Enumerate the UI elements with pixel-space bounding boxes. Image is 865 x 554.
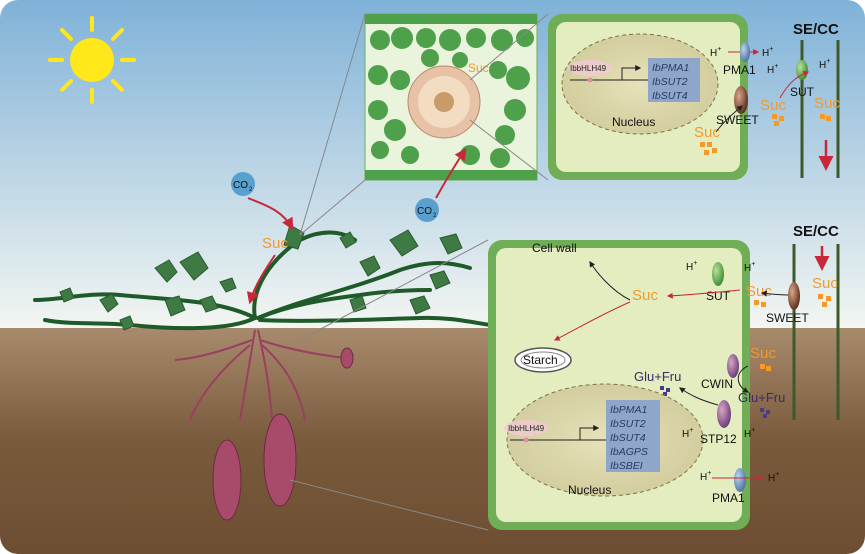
apoplast-suc-label: Suc	[760, 97, 786, 114]
se-cc-label-bottom: SE/CC	[793, 223, 839, 240]
sun-icon	[48, 16, 136, 104]
root-pma1-pump	[734, 468, 746, 492]
leaf-sweet-channel	[734, 86, 748, 114]
svg-text:CO: CO	[233, 180, 248, 191]
stp12-label: STP12	[700, 432, 737, 446]
root-tf-label: IbbHLH49	[508, 424, 545, 433]
storage-roots	[212, 347, 354, 521]
co2-bubble-left: CO 2	[231, 172, 255, 196]
leaf-cross-section: Suc	[364, 13, 538, 181]
leaf-h-plus-b: H+	[762, 46, 773, 59]
root-gene-3: IbAGPS	[610, 446, 648, 458]
root-apoplast-suc-label: Suc	[746, 283, 772, 300]
mesophyll-suc-label: Suc	[468, 61, 489, 75]
root-h-plus-f: H+	[768, 471, 779, 484]
starch-label: Starch	[523, 353, 558, 367]
root-h-plus-b: H+	[744, 261, 755, 274]
svg-text:2: 2	[249, 187, 253, 193]
leaf-tf-label: IbbHLH49	[570, 64, 607, 73]
co2-fixation-arrow	[435, 148, 467, 199]
root-cytosol-suc-label: Suc	[632, 287, 658, 304]
leaf-gene-0: IbPMA1	[652, 62, 689, 74]
cwin-enzyme	[727, 354, 739, 378]
se-cc-label-top: SE/CC	[793, 21, 839, 38]
svg-text:CO: CO	[417, 206, 432, 217]
leaf-gene-2: IbSUT4	[652, 90, 688, 102]
cwin-suc-label: Suc	[750, 345, 776, 362]
roots	[174, 329, 346, 421]
phloem-tube-bottom	[792, 244, 840, 420]
root-nucleus-label: Nucleus	[568, 483, 611, 497]
leaf-gene-1: IbSUT2	[652, 76, 688, 88]
zoom-lines	[289, 13, 549, 531]
leaf-cell-suc-label: Suc	[694, 124, 720, 141]
leaf-h-plus-c: H+	[767, 63, 778, 76]
vascular-bundle	[407, 65, 481, 139]
suc-export-arrow	[246, 254, 276, 305]
apoplast-glu-fru-label: Glu+Fru	[738, 390, 785, 405]
svg-text:2: 2	[433, 213, 437, 219]
root-sut-transporter	[712, 262, 724, 286]
phloem-root-suc-label: Suc	[812, 275, 838, 292]
leaf-h-plus-a: H+	[710, 46, 721, 59]
leaf-suc-squares	[700, 142, 717, 155]
leaf-cell: Nucleus IbPMA1 IbSUT2 IbSUT4 IbbHLH49 SW…	[548, 14, 759, 180]
leaf-sweet-label: SWEET	[716, 113, 759, 127]
cell-wall-label: Cell wall	[532, 241, 577, 255]
root-sweet-label: SWEET	[766, 311, 809, 325]
root-glu-fru-label: Glu+Fru	[634, 369, 681, 384]
root-h-plus-e: H+	[700, 470, 711, 483]
leaf-pma1-pump	[740, 42, 750, 62]
leaf-sut-label: SUT	[790, 85, 815, 99]
plant-leaves	[59, 224, 463, 331]
root-h-plus-a: H+	[686, 260, 697, 273]
root-gene-box	[606, 400, 660, 472]
phloem-suc-label: Suc	[814, 95, 840, 112]
leaf-suc-label: Suc	[262, 235, 288, 252]
root-gene-1: IbSUT2	[610, 418, 646, 430]
leaf-pma1-label: PMA1	[723, 63, 756, 77]
apoplast-suc-squares	[772, 114, 784, 126]
leaf-gene-box	[648, 58, 700, 102]
root-pma1-label: PMA1	[712, 491, 745, 505]
leaf-nucleus-label: Nucleus	[612, 115, 655, 129]
stp12-transporter	[717, 400, 731, 428]
root-gene-2: IbSUT4	[610, 432, 646, 444]
root-sweet-channel	[788, 282, 800, 310]
cwin-label: CWIN	[701, 377, 733, 391]
root-cell: Cell wall Suc Starch Glu+Fru Nucleus IbP…	[488, 240, 750, 530]
leaf-h-plus-d: H+	[819, 58, 830, 71]
co2-uptake-arrow	[247, 197, 294, 231]
root-h-plus-c: H+	[682, 427, 693, 440]
root-h-plus-d: H+	[744, 427, 755, 440]
co2-bubble-mid: CO 2	[415, 198, 439, 222]
root-gene-4: IbSBEI	[610, 460, 643, 472]
root-gene-0: IbPMA1	[610, 404, 647, 416]
